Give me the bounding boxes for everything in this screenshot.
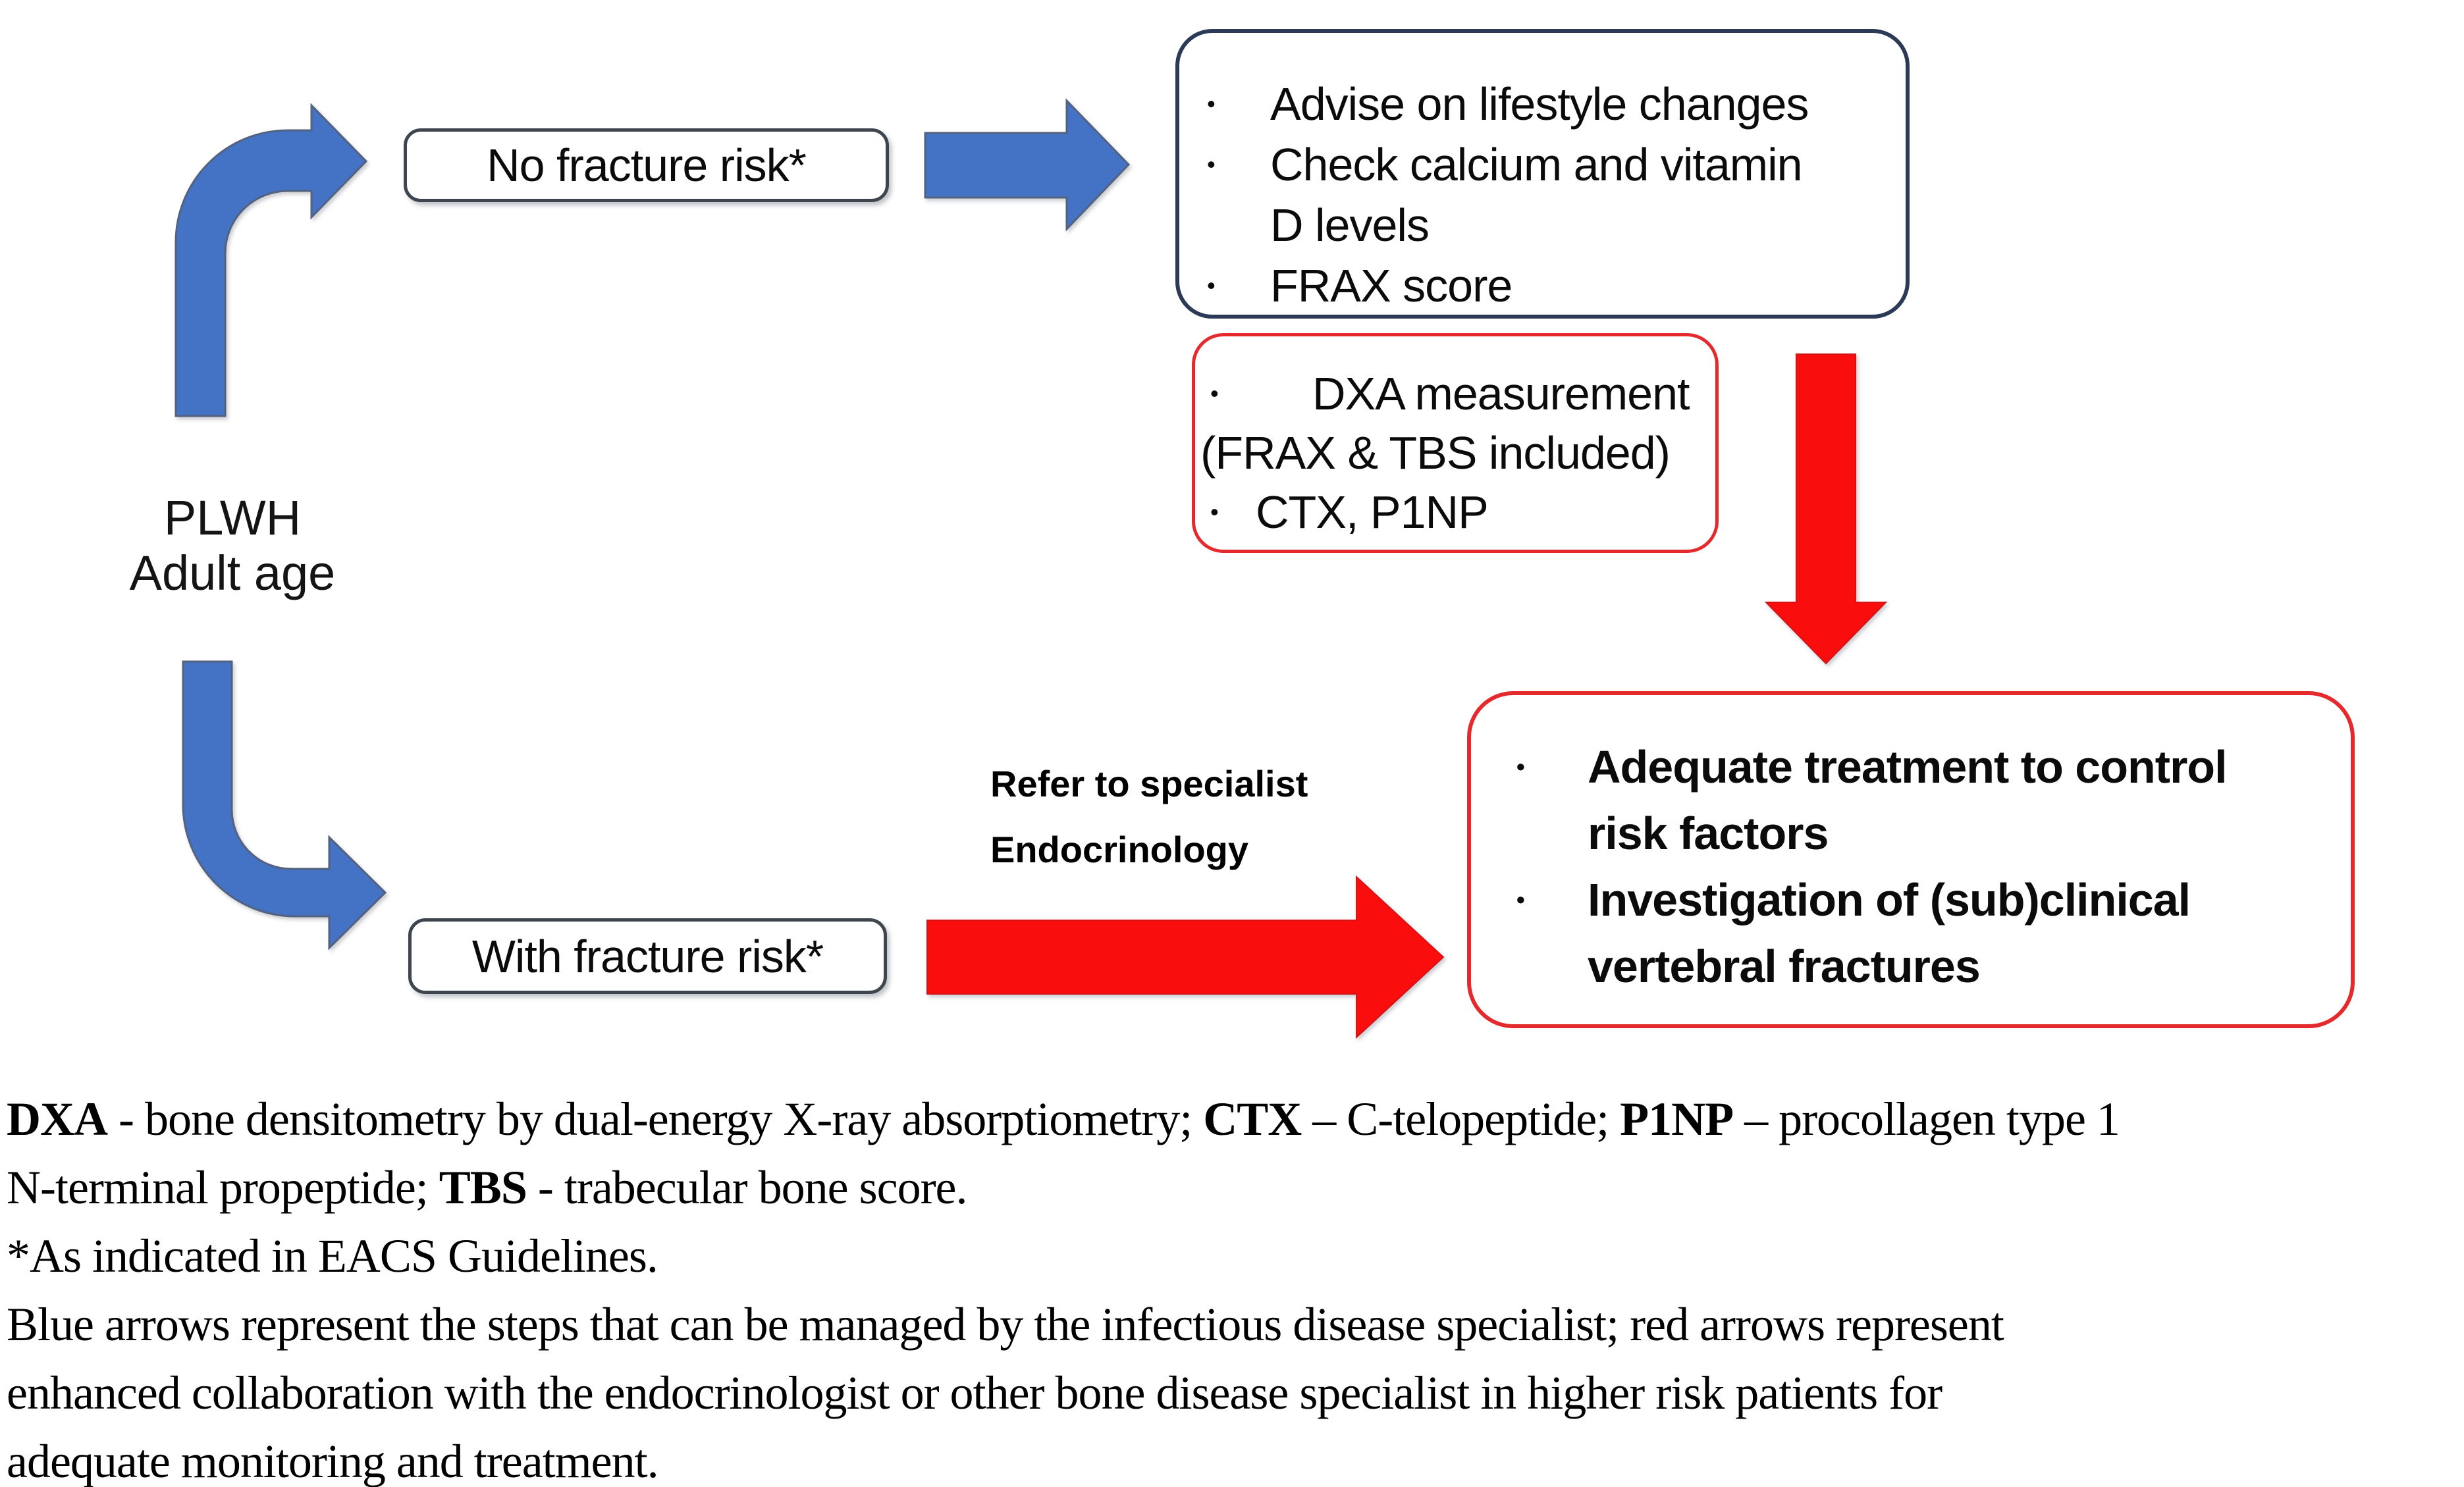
list-item-text: D levels [1270,199,1430,251]
footer-text: *As indicated in EACS Guidelines. [7,1230,658,1282]
list-item: • CTX, P1NP [1195,483,1715,542]
footer-line: adequate monitoring and treatment. [7,1427,2460,1487]
treatment-box: • Adequate treatment to control risk fac… [1467,691,2355,1028]
red-right-arrow [926,875,1445,1039]
bullet-icon: • [1210,380,1219,407]
refer-specialist-label: Refer to specialist Endocrinology [990,751,1308,883]
list-item-text: DXA measurement [1312,368,1690,419]
list-item-text: (FRAX & TBS included) [1200,427,1671,479]
patient-label-line2: Adult age [129,546,336,600]
bullet-icon: • [1207,90,1216,117]
blue-curved-arrow-up-right [174,103,368,417]
bullet-icon: • [1207,272,1216,299]
footer-line: N-terminal propeptide; TBS - trabecular … [7,1153,2460,1222]
abbreviation: CTX [1203,1093,1302,1145]
blue-right-arrow [924,98,1131,232]
footer-text: enhanced collaboration with the endocrin… [7,1367,1942,1419]
red-down-arrow [1764,353,1888,665]
list-item: • Check calcium and vitamin [1207,134,1906,195]
list-item: • Investigation of (sub)clinical [1516,866,2351,933]
list-item-continuation: risk factors [1516,800,2351,866]
footer-notes: DXA - bone densitometry by dual-energy X… [7,1085,2460,1487]
list-item-text: Investigation of (sub)clinical [1588,874,2191,926]
refer-specialist-line2: Endocrinology [990,829,1248,870]
list-item: • Advise on lifestyle changes [1207,74,1906,134]
list-item-continuation: vertebral fractures [1516,933,2351,999]
list-item-text: Adequate treatment to control [1588,741,2228,793]
list-item-text: Check calcium and vitamin [1270,139,1803,190]
footer-line: enhanced collaboration with the endocrin… [7,1359,2460,1427]
footer-text: – C-telopeptide; [1301,1093,1620,1145]
with-fracture-risk-label: With fracture risk* [471,930,824,982]
patient-label: PLWH Adult age [68,490,397,601]
abbreviation: TBS [439,1161,527,1214]
bullet-icon: • [1516,885,1525,913]
footer-text: – procollagen type 1 [1733,1093,2120,1145]
list-item: • FRAX score [1207,255,1906,316]
list-item-text: CTX, P1NP [1256,486,1489,538]
footer-line: *As indicated in EACS Guidelines. [7,1222,2460,1290]
list-item-text: risk factors [1588,807,1829,859]
footer-text: N-terminal propeptide; [7,1161,439,1214]
footer-line: Blue arrows represent the steps that can… [7,1290,2460,1359]
footer-text: - trabecular bone score. [526,1161,968,1214]
list-item: • Adequate treatment to control [1516,733,2351,800]
list-item: • DXA measurement [1195,364,1715,423]
list-item-continuation: D levels [1207,195,1906,255]
abbreviation: P1NP [1620,1093,1734,1145]
footer-text: - bone densitometry by dual-energy X-ray… [107,1093,1204,1145]
assessment-box: • Advise on lifestyle changes • Check ca… [1175,29,1910,319]
bullet-icon: • [1516,752,1525,780]
abbreviation: DXA [7,1093,108,1145]
list-item-text: FRAX score [1270,260,1513,311]
blue-curved-arrow-down-right [182,660,387,951]
dxa-box: • DXA measurement (FRAX & TBS included) … [1192,333,1719,553]
footer-text: Blue arrows represent the steps that can… [7,1298,2004,1351]
no-fracture-risk-box: No fracture risk* [404,128,889,202]
bullet-icon: • [1207,151,1216,178]
list-item-continuation: (FRAX & TBS included) [1195,423,1715,483]
footer-line: DXA - bone densitometry by dual-energy X… [7,1085,2460,1153]
list-item-text: vertebral fractures [1588,940,1981,992]
no-fracture-risk-label: No fracture risk* [487,140,807,191]
refer-specialist-line1: Refer to specialist [990,763,1308,804]
bullet-icon: • [1210,498,1219,525]
list-item-text: Advise on lifestyle changes [1270,78,1809,130]
with-fracture-risk-box: With fracture risk* [408,918,887,994]
footer-text: adequate monitoring and treatment. [7,1435,659,1487]
patient-label-line1: PLWH [163,490,302,545]
